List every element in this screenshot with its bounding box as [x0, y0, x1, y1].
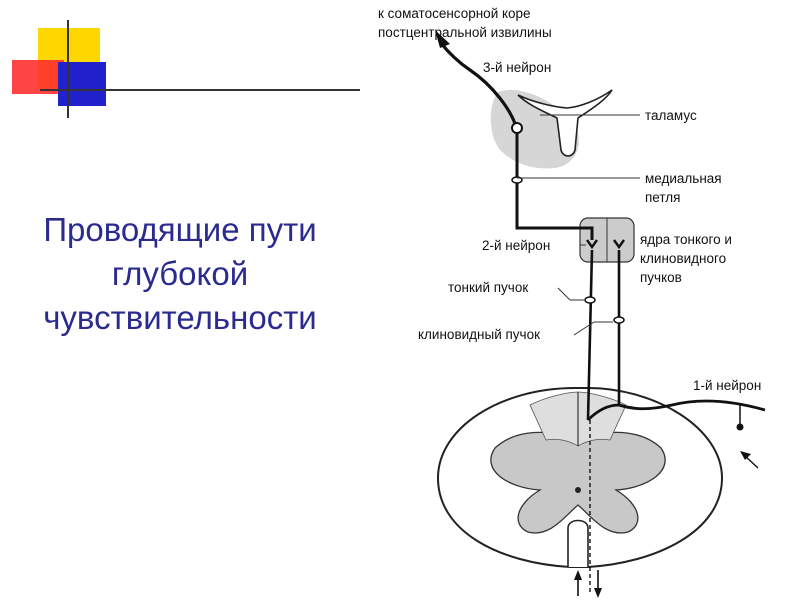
descending-arrowhead [594, 588, 602, 598]
spinal-gray-matter [490, 431, 666, 534]
cuneate-synapse-mark [613, 239, 625, 250]
slide-title-line-3: чувствительности [43, 299, 317, 336]
label-thalamus: таламус [645, 108, 697, 123]
neuron3-arrowhead [435, 30, 450, 48]
label-cortex-line-2: постцентральной извилины [378, 25, 552, 40]
deco-vertical-line [67, 20, 69, 118]
label-neuron1: 1-й нейрон [693, 378, 761, 393]
label-medial-lemniscus-line-2: петля [645, 190, 680, 205]
cuneate-leader [573, 321, 595, 336]
deco-horizontal-line [40, 89, 360, 91]
third-ventricle-shape [517, 89, 613, 157]
label-neuron2: 2-й нейрон [482, 238, 550, 253]
neuron3-synapse [511, 122, 523, 134]
neuron3-fiber [438, 41, 519, 131]
neuron1-fiber [587, 399, 766, 421]
gracile-fasciculus-marker [584, 296, 596, 304]
label-neuron3: 3-й нейрон [483, 60, 551, 75]
slide-title-line-1: Проводящие пути [43, 211, 317, 248]
slide-title: Проводящие пути глубокой чувствительност… [20, 208, 340, 340]
ascending-arrowhead [574, 570, 582, 580]
central-canal [575, 487, 581, 493]
afferent-arrowhead [740, 451, 751, 460]
label-nuclei-line-3: пучков [640, 270, 682, 285]
anterior-median-fissure [567, 519, 589, 567]
gracile-fasciculus-fiber [586, 249, 594, 421]
slide-title-line-2: глубокой [111, 255, 249, 292]
label-nuclei-line-1: ядра тонкого и [640, 232, 732, 247]
label-cuneate-fasciculus: клиновидный пучок [418, 327, 540, 342]
label-gracile-fasciculus: тонкий пучок [448, 280, 528, 295]
gracile-synapse-mark [586, 239, 598, 250]
deco-blue-square [58, 62, 106, 106]
gracile-leader [557, 287, 571, 301]
label-medial-lemniscus-line-1: медиальная [645, 171, 722, 186]
cuneate-fasciculus-marker [613, 316, 625, 324]
label-cortex-line-1: к соматосенсорной коре [378, 6, 531, 21]
label-nuclei-line-2: клиновидного [640, 251, 726, 266]
deco-red-square [12, 60, 64, 94]
